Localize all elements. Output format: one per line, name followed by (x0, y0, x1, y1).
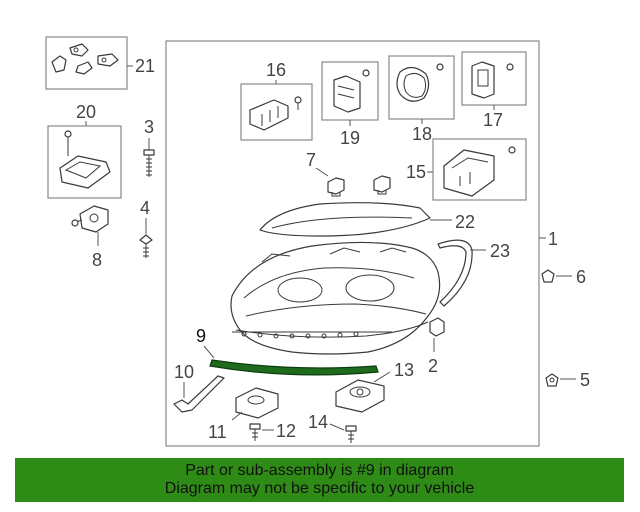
callout-11: 11 (208, 422, 227, 442)
callout-21: 21 (135, 56, 155, 76)
callout-19: 19 (340, 128, 360, 148)
callout-8: 8 (92, 250, 102, 270)
part-4-bolt-icon (139, 234, 153, 258)
part-9-trim-strip[interactable] (209, 359, 379, 376)
callout-17: 17 (483, 110, 503, 130)
callout-3: 3 (144, 117, 154, 137)
part-2-clip-icon (429, 317, 445, 337)
callout-10: 10 (174, 362, 194, 382)
callout-9: 9 (196, 326, 206, 346)
part-17-bulb-module-icon (471, 61, 514, 99)
part-12-screw-icon (249, 423, 261, 441)
callout-4: 4 (140, 198, 150, 218)
callout-22: 22 (455, 212, 475, 232)
callout-14: 14 (308, 412, 328, 432)
callout-5: 5 (580, 370, 590, 390)
part-11-module-icon (235, 387, 279, 419)
part-6-nut-icon (541, 269, 555, 283)
part-23-seal-icon (437, 239, 473, 307)
callout-23: 23 (490, 241, 510, 261)
part-21-clips-icon (51, 43, 119, 75)
part-7-bulb-icon (327, 175, 391, 197)
callout-2: 2 (428, 356, 438, 376)
part-16-module-icon (249, 96, 302, 131)
callout-13: 13 (394, 360, 414, 380)
callout-18: 18 (412, 124, 432, 144)
callout-16: 16 (266, 60, 286, 80)
callout-15: 15 (406, 162, 426, 182)
part-19-control-unit-icon (333, 69, 370, 113)
part-13-igniter-icon (335, 379, 385, 413)
callout-20: 20 (76, 102, 96, 122)
callout-12: 12 (276, 421, 296, 441)
banner-line-1: Part or sub-assembly is #9 in diagram (185, 462, 454, 479)
callout-7: 7 (306, 150, 316, 170)
part-8-actuator-icon (71, 205, 109, 233)
part-18-gasket-icon (396, 63, 444, 102)
part-10-bracket-icon (173, 375, 225, 413)
part-20-bracket-icon (59, 130, 111, 189)
part-15-ballast-icon (443, 146, 516, 197)
callout-1: 1 (548, 229, 558, 249)
part-22-trim-icon (259, 202, 431, 237)
part-3-screw-icon (143, 149, 155, 177)
part-5-clip-icon (545, 373, 559, 387)
callout-6: 6 (576, 267, 586, 287)
headlamp-housing-icon (230, 241, 441, 355)
banner-line-2: Diagram may not be specific to your vehi… (164, 480, 475, 497)
info-banner: Part or sub-assembly is #9 in diagram Di… (15, 458, 624, 502)
part-14-screw-icon (345, 425, 357, 443)
